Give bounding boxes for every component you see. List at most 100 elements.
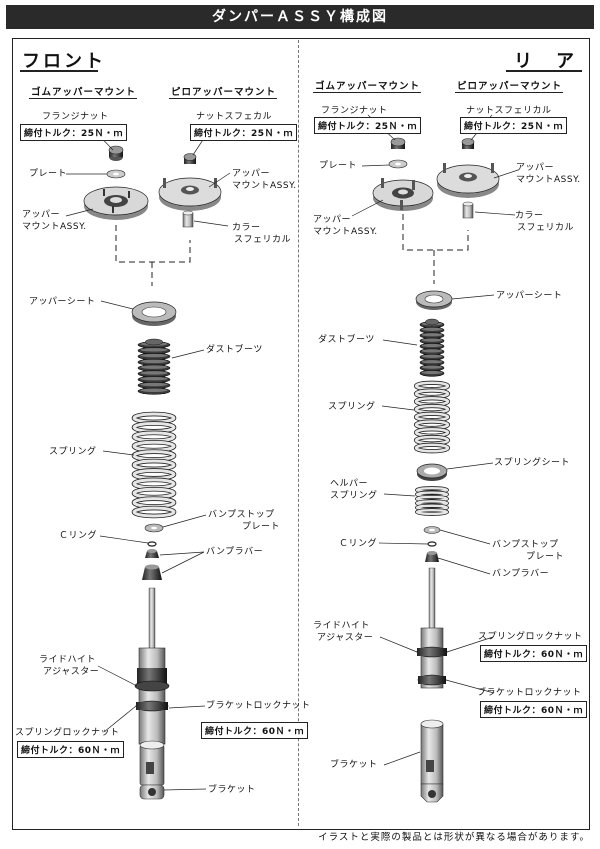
rear-spherical-nut-torque: 締付トルク：25Ｎ・ｍ [460, 117, 568, 134]
front-bump-stop-plate-label: バンプストッププレート [208, 509, 280, 533]
rear-collar-part [462, 201, 474, 219]
label-line: バンプストップ [492, 540, 559, 550]
label-line: アッパー [313, 215, 352, 225]
label-line: プレート [526, 552, 565, 562]
label-line: アッパー [22, 210, 61, 220]
front-pillow-mount-column: ピロアッパーマウント [171, 87, 277, 98]
rear-spring-lock-nut-label: スプリングロックナット [478, 632, 583, 642]
rear-pillow-mount-column: ピロアッパーマウント [457, 81, 563, 92]
front-collar-part [182, 210, 194, 228]
label-line: マウントASSY. [313, 227, 378, 237]
rear-upper-mount-left-label: アッパーマウントASSY. [313, 214, 378, 238]
label-line: マウントASSY. [22, 222, 87, 232]
label-line: スフェリカル [234, 235, 292, 245]
front-spherical-nut-torque: 締付トルク：25Ｎ・ｍ [190, 124, 298, 141]
front-flange-nut-part [108, 145, 124, 161]
front-damper-part [134, 587, 170, 800]
label-line: マウントASSY. [516, 175, 581, 185]
label-line: バンプストップ [208, 510, 275, 520]
rear-bump-stop-plate-label: バンプストッププレート [492, 539, 564, 563]
rear-damper-part [416, 567, 448, 803]
diagram-frame [12, 38, 590, 830]
rear-bracket-lock-nut-torque: 締付トルク：60Ｎ・ｍ [480, 701, 588, 718]
rear-bump-rubber-label: バンプラバー [492, 569, 550, 579]
rear-spherical-nut-part [461, 138, 475, 149]
rear-helper-spring-part [415, 486, 449, 516]
label-line: アッパー [516, 163, 555, 173]
rear-upper-mount-right-label: アッパーマウントASSY. [516, 162, 581, 186]
label-line: カラー [515, 211, 544, 221]
front-plate-label: プレート [29, 169, 68, 179]
front-parts [65, 125, 231, 800]
rear-spring-part [413, 380, 451, 454]
front-c-ring-part [147, 541, 157, 547]
label-line: アジャスター [43, 667, 100, 677]
rear-heading: リ ア [514, 51, 577, 72]
front-spring-lock-nut-label: スプリングロックナット [15, 728, 120, 738]
front-heading-underline [20, 70, 98, 72]
front-rubber-upper-mount-part [83, 186, 149, 220]
front-spherical-nut-label: ナットスフェカル [196, 112, 273, 122]
rear-spring-label: スプリング [328, 402, 376, 412]
label-line: プレート [242, 522, 281, 532]
label-line: アッパー [232, 169, 271, 179]
front-bracket-lock-nut-label: ブラケットロックナット [206, 701, 311, 711]
front-spherical-nut-part [183, 153, 197, 164]
rear-rubber-upper-mount-part [372, 178, 434, 211]
front-upper-seat-part [131, 301, 177, 326]
front-spring-label: スプリング [49, 447, 97, 457]
rear-rubber-mount-column: ゴムアッパーマウント [315, 81, 421, 92]
front-bracket-label: ブラケット [208, 785, 256, 795]
front-dust-boots-label: ダストブーツ [206, 345, 263, 355]
front-pillow-upper-mount-part [158, 177, 222, 211]
front-bump-rubber-label: バンプラバー [206, 547, 264, 557]
label-line: スプリング [330, 491, 378, 501]
rear-dust-boots-part [419, 318, 445, 377]
rear-helper-spring-label: ヘルパースプリング [330, 478, 378, 502]
front-rubber-mount-column: ゴムアッパーマウント [31, 87, 137, 98]
label-line: ライドハイト [39, 655, 96, 665]
rear-heading-underline [506, 70, 582, 72]
front-bracket-lock-nut-torque: 締付トルク：60Ｎ・ｍ [201, 722, 309, 739]
front-upper-mount-left-label: アッパーマウントASSY. [22, 209, 87, 233]
label-line: スフェリカル [517, 223, 575, 233]
rear-c-ring-part [427, 541, 437, 547]
front-heading: フロント [22, 51, 106, 72]
rear-spherical-nut-label: ナットスフェリカル [466, 106, 552, 116]
rear-flange-nut-part [390, 137, 406, 149]
center-divider [298, 40, 299, 826]
label-line: ライドハイト [313, 621, 370, 631]
front-upper-mount-right-label: アッパーマウントASSY. [232, 168, 297, 192]
rear-parts [351, 114, 519, 803]
rear-c-ring-label: Ｃリング [339, 539, 378, 549]
rear-rubber-column-underline [313, 92, 421, 93]
label-line: マウントASSY. [232, 181, 297, 191]
front-spring-part [131, 411, 177, 519]
rear-upper-seat-part [415, 290, 453, 310]
label-line: カラー [232, 223, 261, 233]
front-spring-lock-nut-torque: 締付トルク：60Ｎ・ｍ [17, 741, 125, 758]
front-bump-rubber-part [142, 549, 162, 580]
diagram-title: ダンパーＡＳＳＹ構成図 [6, 5, 594, 29]
front-pillow-column-underline [169, 98, 277, 99]
rear-spring-lock-nut-torque: 締付トルク：60Ｎ・ｍ [480, 645, 588, 662]
front-ride-height-label: ライドハイトアジャスター [39, 654, 99, 678]
rear-bump-rubber-part [425, 551, 439, 562]
rear-spring-seat-label: スプリングシート [494, 458, 571, 468]
rear-pillow-column-underline [455, 92, 563, 93]
footnote: イラストと実際の製品とは形状が異なる場合があります。 [318, 832, 590, 843]
rear-flange-nut-label: フランジナット [321, 106, 388, 116]
rear-dust-boots-label: ダストブーツ [318, 335, 375, 345]
front-collar-label: カラースフェリカル [232, 222, 291, 246]
front-dust-boots-part [137, 338, 171, 395]
label-line: アジャスター [317, 633, 374, 643]
rear-spring-seat-part [416, 463, 448, 481]
front-c-ring-label: Ｃリング [59, 531, 98, 541]
rear-plate-label: プレート [319, 161, 358, 171]
front-upper-seat-label: アッパーシート [29, 297, 96, 307]
label-line: ヘルパー [330, 479, 369, 489]
rear-pillow-upper-mount-part [436, 163, 500, 198]
rear-collar-label: カラースフェリカル [515, 210, 574, 234]
rear-ride-height-label: ライドハイトアジャスター [313, 620, 373, 644]
